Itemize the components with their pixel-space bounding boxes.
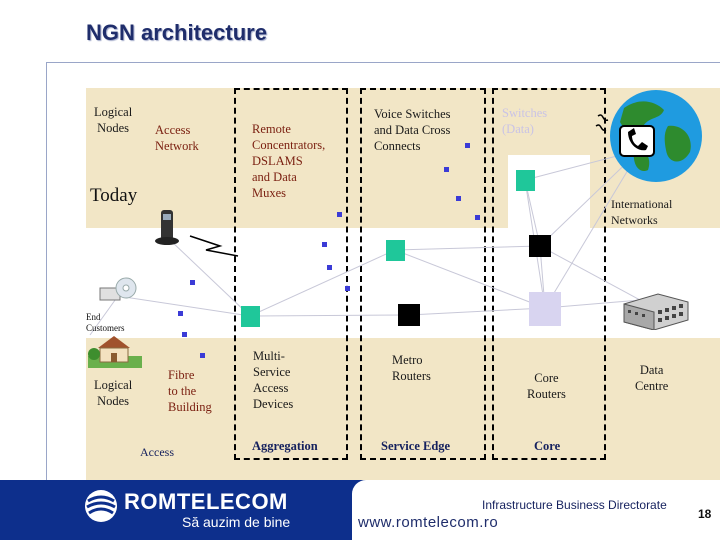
switches-column-gap: [508, 155, 590, 228]
remote-concentrators-label: Remote Concentrators, DSLAMS and Data Mu…: [252, 122, 326, 200]
service-edge-node-black: [398, 304, 420, 326]
marker: [327, 265, 332, 270]
marker: [200, 353, 205, 358]
data-centre-label: Data Centre: [635, 363, 669, 393]
marker: [345, 286, 350, 291]
logical-nodes-label-top: Logical Nodes: [94, 105, 133, 135]
core-node-green: [516, 170, 535, 191]
marker: [190, 280, 195, 285]
building-icon: [623, 293, 689, 330]
website-link[interactable]: www.romtelecom.ro: [358, 514, 499, 531]
marker: [475, 215, 480, 220]
marker: [465, 143, 470, 148]
marker: [182, 332, 187, 337]
aggregation-column: [234, 88, 348, 460]
voice-switches-label: Voice Switches and Data Cross Connects: [374, 107, 451, 153]
marker: [444, 167, 449, 172]
page-title: NGN architecture: [86, 20, 267, 45]
marker: [456, 196, 461, 201]
international-networks-label: International Networks: [611, 197, 673, 227]
page-number: 18: [698, 507, 712, 521]
footer-info-panel: [352, 480, 720, 540]
end-customers-label: End Customers: [86, 312, 125, 333]
aggregation-node: [241, 306, 260, 327]
brand-name: ROMTELECOM: [124, 489, 288, 514]
service-edge-node-green: [386, 240, 405, 261]
core-routers-label: Core Routers: [527, 371, 566, 401]
phone-icon: [155, 210, 179, 245]
access-network-label: Access Network: [155, 123, 199, 153]
service-edge-column: [360, 88, 486, 460]
title-rule: [46, 62, 720, 63]
core-column: [492, 88, 606, 460]
globe-icon: [595, 90, 702, 182]
computer-icon: [99, 277, 137, 301]
marker: [178, 311, 183, 316]
logical-nodes-label-bottom: Logical Nodes: [94, 378, 133, 408]
directorate-label: Infrastructure Business Directorate: [482, 498, 667, 512]
stage-core: Core: [534, 439, 561, 453]
left-rule: [46, 62, 47, 480]
metro-routers-label: Metro Routers: [392, 353, 431, 383]
stage-aggregation: Aggregation: [252, 439, 318, 453]
stage-service-edge: Service Edge: [381, 439, 451, 453]
switches-data-label: Switches (Data): [502, 106, 548, 136]
romtelecom-logo-icon: [85, 490, 117, 522]
today-label: Today: [90, 185, 138, 206]
core-node-black: [529, 235, 551, 257]
marker: [337, 212, 342, 217]
multi-service-label: Multi- Service Access Devices: [253, 349, 294, 411]
marker: [322, 242, 327, 247]
logical-nodes-band-bottom: [86, 338, 720, 480]
core-node-lavender: [529, 292, 561, 326]
house-icon: [88, 336, 142, 368]
stage-access: Access: [140, 445, 174, 459]
logical-nodes-band-top: [86, 88, 720, 228]
brand-slogan: Să auzim de bine: [182, 514, 291, 530]
fibre-to-building-label: Fibre to the Building: [168, 368, 212, 414]
